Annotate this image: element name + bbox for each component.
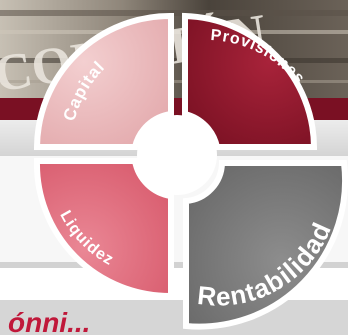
bottom-banner [0, 300, 348, 335]
donut [33, 12, 348, 330]
segment-liquidez [33, 158, 174, 300]
segment-capital [33, 12, 174, 150]
donut-hole [137, 115, 217, 195]
segment-provisiones [182, 12, 318, 150]
bottom-banner-text: ónni... [8, 307, 90, 335]
segment-rentabilidad [183, 160, 348, 330]
